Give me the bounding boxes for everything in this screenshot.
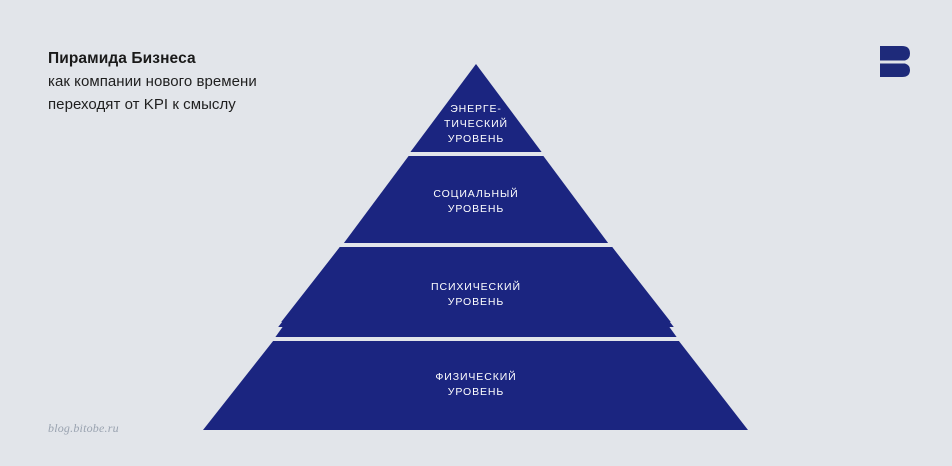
- bitobe-logo: [880, 46, 910, 77]
- tier-shape-psychic: [281, 247, 671, 322]
- pyramid-tier-psychic: ПСИХИЧЕСКИЙ УРОВЕНЬ: [275, 247, 677, 337]
- tier-shape-physical: [203, 341, 748, 430]
- tier-shape-psychic-fill: [278, 247, 674, 327]
- pyramid-tier-physical: ФИЗИЧЕСКИЙ УРОВЕНЬ: [203, 341, 748, 430]
- tier-label-social-line-2: УРОВЕНЬ: [448, 203, 504, 215]
- tier-label-psychic-line-2: УРОВЕНЬ: [448, 296, 504, 308]
- tier-label-energy-line-3: УРОВЕНЬ: [448, 133, 504, 145]
- tier-label-energy-line-2: ТИЧЕСКИЙ: [444, 117, 508, 130]
- tier-label-social-line-1: СОЦИАЛЬНЫЙ: [433, 187, 518, 200]
- subtitle-line-1: как компании нового времени: [48, 73, 257, 90]
- tier-label-physical-line-1: ФИЗИЧЕСКИЙ: [435, 370, 516, 383]
- tier-label-physical-line-2: УРОВЕНЬ: [448, 386, 504, 398]
- tier-shape-energy: [410, 64, 542, 152]
- tier-shape-social: [343, 156, 609, 243]
- watermark-url: blog.bitobe.ru: [48, 421, 119, 435]
- pyramid-tier-energy: ЭНЕРГЕ- ТИЧЕСКИЙ УРОВЕНЬ: [410, 64, 542, 152]
- pyramid-tier-social: СОЦИАЛЬНЫЙ УРОВЕНЬ: [343, 156, 609, 243]
- tier-label-energy-line-1: ЭНЕРГЕ-: [450, 103, 502, 115]
- logo-b-icon: [880, 46, 910, 77]
- subtitle-line-2: переходят от KPI к смыслу: [48, 96, 236, 113]
- tier-shape-psychic-full: [275, 247, 677, 337]
- tier-label-psychic-line-1: ПСИХИЧЕСКИЙ: [431, 280, 521, 293]
- page-title: Пирамида Бизнеса: [48, 50, 196, 67]
- heading-block: Пирамида Бизнеса как компании нового вре…: [48, 48, 378, 116]
